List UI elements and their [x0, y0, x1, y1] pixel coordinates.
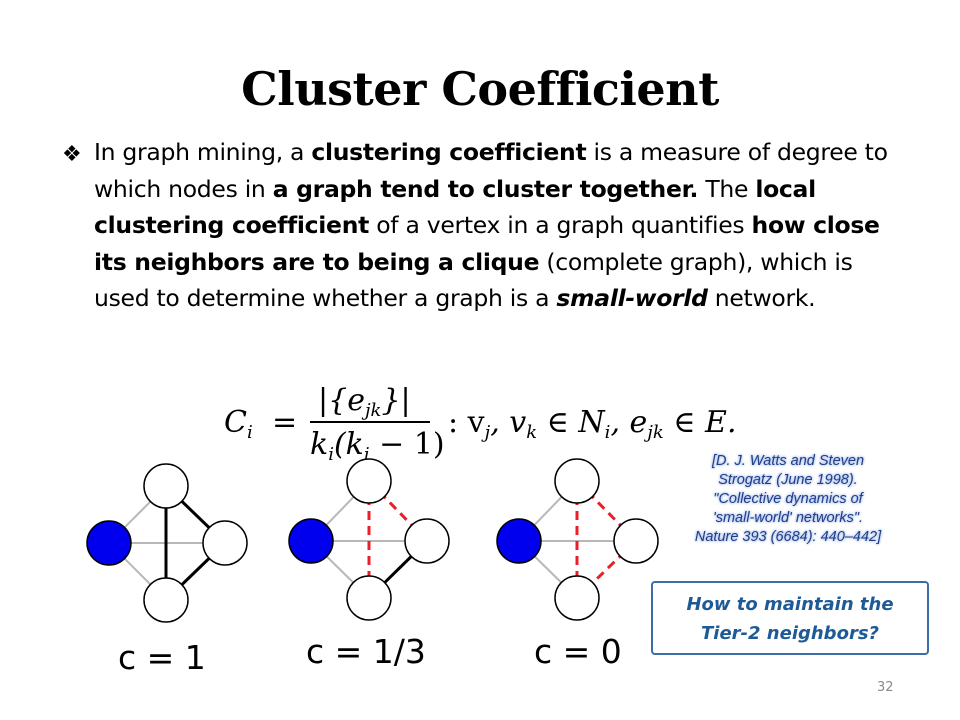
neighbor-node [346, 458, 392, 504]
graph-c1 [86, 463, 248, 623]
neighbor-node [143, 463, 189, 509]
text-run: In graph mining, a [94, 138, 312, 166]
svg-text:Ci: Ci [224, 405, 253, 443]
citation-note: [D. J. Watts and Steven Strogatz (June 1… [664, 452, 912, 547]
question-box: How to maintain the Tier-2 neighbors? [651, 581, 929, 655]
text-run: (complete graph), which is used to deter… [94, 247, 853, 313]
clustering-formula: Ci = |{ejk}| ki(ki − 1) : vj, vk ∈ Ni, e… [224, 383, 736, 462]
svg-text:|{ejk}|: |{ejk}| [318, 383, 411, 421]
svg-text:ki(ki − 1): ki(ki − 1) [310, 427, 445, 462]
graph-label-c13: c = 1/3 [306, 632, 426, 671]
bold-term: how close its neighbors are to being a c… [94, 211, 880, 276]
bold-term: local clustering coefficient [94, 174, 816, 240]
neighbor-node [404, 518, 450, 564]
graph-c0 [496, 458, 659, 621]
center-node [86, 520, 132, 566]
bold-term: a graph tend to cluster together. [272, 174, 699, 203]
bold-italic-term: small-world [556, 284, 708, 312]
center-node [288, 518, 334, 564]
bold-term: clustering coefficient [311, 138, 587, 166]
center-node [496, 518, 542, 564]
body-paragraph: In graph mining, a clustering coefficien… [94, 134, 894, 317]
text-run: The [698, 174, 756, 203]
neighbor-node [346, 575, 392, 621]
page-number: 32 [877, 680, 894, 695]
svg-text:=: = [272, 405, 297, 440]
svg-text:: vj, vk ∈ Ni, ejk ∈ E.: : vj, vk ∈ Ni, ejk ∈ E. [448, 405, 736, 443]
citation-line: "Collective dynamics of [713, 491, 863, 507]
question-line: Tier-2 neighbors? [701, 623, 879, 644]
diamond-bullet-icon: ❖ [62, 142, 82, 167]
neighbor-node [143, 577, 189, 623]
citation-line: 'small-world' networks". [712, 510, 864, 526]
question-line: How to maintain the [686, 594, 894, 615]
text-run: of a vertex in a graph quantifies [369, 211, 752, 239]
citation-line: [D. J. Watts and Steven [711, 453, 865, 469]
neighbor-node [554, 575, 600, 621]
text-run: network. [707, 284, 816, 312]
graph-c13 [288, 458, 450, 621]
citation-line: Nature 393 (6684): 440–442] [694, 529, 882, 545]
slide-title: Cluster Coefficient [241, 62, 719, 116]
graph-label-c1: c = 1 [118, 638, 206, 677]
citation-line: Strogatz (June 1998). [718, 472, 858, 488]
graph-label-c0: c = 0 [534, 632, 622, 671]
neighbor-node [202, 520, 248, 566]
neighbor-node [613, 518, 659, 564]
text-run: is a measure of degree to which nodes in [94, 138, 888, 203]
neighbor-node [554, 458, 600, 504]
